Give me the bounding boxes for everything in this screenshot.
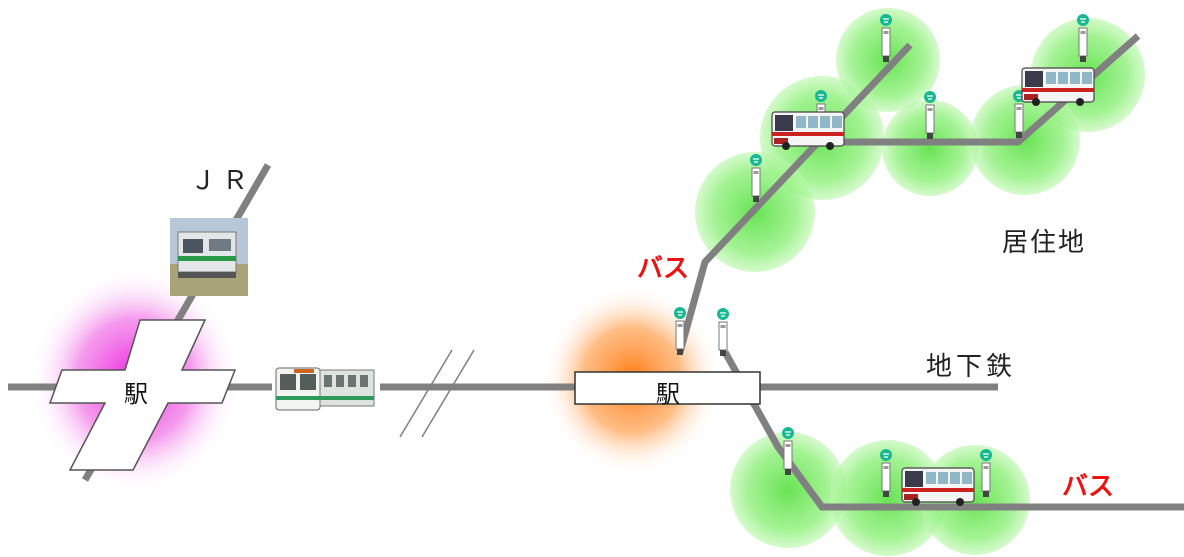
line-break-mark — [399, 349, 475, 438]
bus-icon — [901, 467, 975, 507]
bus-stop-icon — [1076, 13, 1090, 63]
bus-icon — [1021, 67, 1095, 107]
label-station-right: 駅 — [656, 380, 680, 408]
bus-icon — [771, 111, 845, 151]
bus-stop-icon — [923, 90, 937, 140]
jr-train-photo-icon — [170, 218, 248, 296]
label-jr: ＪＲ — [190, 166, 255, 196]
bus-stop-icon — [979, 448, 993, 498]
label-bus-lower: バス — [1062, 472, 1115, 502]
station-cross-left — [48, 319, 237, 471]
label-residential: 居住地 — [1002, 228, 1087, 258]
bus-stop-icon — [781, 426, 795, 476]
bus-stop-icon — [879, 448, 893, 498]
label-station-left: 駅 — [124, 380, 148, 408]
label-bus-upper: バス — [637, 254, 690, 284]
bus-stop-icon — [716, 307, 730, 357]
bus-stop-icon — [879, 13, 893, 63]
station-box-right — [574, 371, 761, 405]
subway-train-icon — [274, 366, 376, 412]
bus-stop-icon — [673, 306, 687, 356]
label-subway: 地下鉄 — [926, 352, 1017, 382]
bus-stop-icon — [749, 153, 763, 203]
